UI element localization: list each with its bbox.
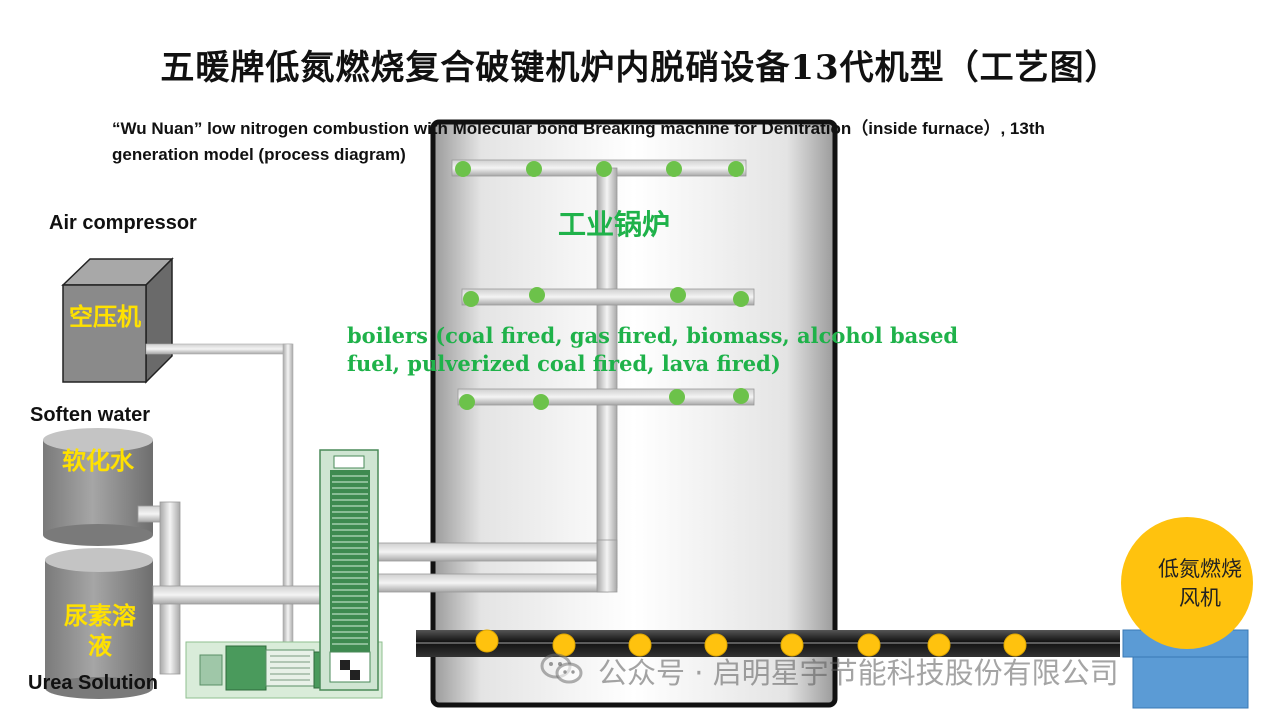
- urea-solution-label: Urea Solution: [28, 672, 159, 694]
- boiler-title: 工业锅炉: [558, 208, 671, 241]
- soften-water-text: 软化水: [62, 447, 134, 475]
- boiler-low-pipe: [457, 388, 755, 406]
- yellow-nozzles: [475, 629, 1027, 657]
- urea-tank: [45, 548, 153, 699]
- feed-pipe-upper: [377, 542, 609, 562]
- page-title: 五暖牌低氮燃烧复合破键机炉内脱硝设备13代机型（工艺图）: [160, 48, 1120, 88]
- fan-circle: [1121, 517, 1253, 649]
- page-subtitle: “Wu Nuan” low nitrogen combustion with M…: [112, 119, 1045, 164]
- urea-pipe: [152, 585, 329, 605]
- boiler-mid-pipe: [461, 288, 755, 306]
- reactor-tower: [319, 449, 379, 691]
- green-nozzles: [455, 161, 749, 410]
- fan-label: 低氮燃烧风机: [1158, 557, 1242, 610]
- soften-water-label: Soften water: [30, 404, 151, 426]
- air-compressor-label: Air compressor: [49, 212, 197, 234]
- urea-text: 尿素溶液: [64, 602, 136, 660]
- air-pipe-horizontal: [145, 343, 293, 355]
- watermark-text: 公众号 · 启明星宇节能科技股份有限公司: [598, 656, 1119, 690]
- feed-pipe-lower: [377, 573, 609, 593]
- boiler-description: boilers (coal fired, gas fired, biomass,…: [347, 323, 959, 376]
- feed-pipe-riser: [596, 539, 618, 593]
- wechat-icon: [540, 653, 583, 684]
- air-compressor-text: 空压机: [69, 303, 141, 331]
- soften-water-tank: [43, 428, 153, 546]
- air-pipe-vertical: [282, 343, 294, 653]
